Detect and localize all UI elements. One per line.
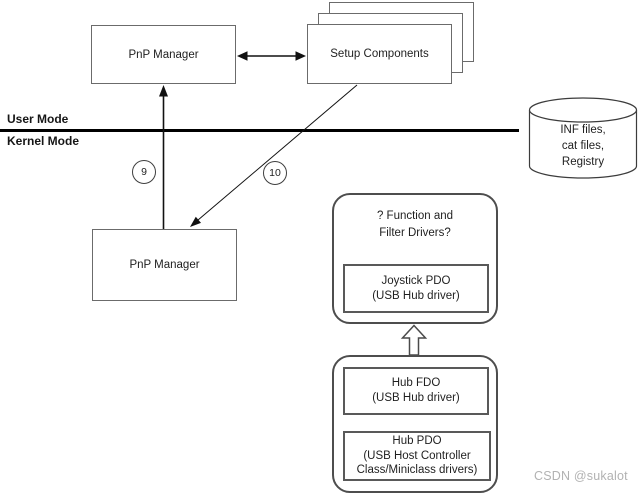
step-9-arrowhead-icon <box>159 85 168 97</box>
datastore-cylinder-top <box>528 97 638 123</box>
hub-pdo-line-2: (USB Host Controller <box>363 449 471 462</box>
hub-fdo-line-1: Hub FDO <box>391 377 441 389</box>
hub-pdo-line-1: Hub PDO <box>392 435 442 448</box>
datastore-line-2: cat files, <box>561 140 605 152</box>
step-9-label: 9 <box>141 166 147 178</box>
hub-pdo-box: Hub PDO (USB Host Controller Class/Minic… <box>343 431 491 481</box>
pnp-manager-top-label: PnP Manager <box>128 48 199 61</box>
step-9-badge: 9 <box>132 160 156 184</box>
mode-divider-line <box>0 129 519 132</box>
kernel-mode-label: Kernel Mode <box>7 134 80 148</box>
watermark-text: CSDN @sukalot <box>534 469 628 483</box>
datastore-label: INF files, cat files, Registry <box>529 122 637 170</box>
joystick-pdo-line-1: Joystick PDO <box>381 274 451 287</box>
datastore-line-1: INF files, <box>560 124 606 136</box>
question-line-2: Filter Drivers? <box>379 227 451 239</box>
hub-pdo-line-3: Class/Miniclass drivers) <box>356 464 478 477</box>
up-block-arrow-icon <box>400 324 428 356</box>
pnp-manager-top-box: PnP Manager <box>91 25 236 84</box>
step-10-label: 10 <box>269 167 281 179</box>
setup-components-box: Setup Components <box>307 24 452 84</box>
setup-components-label: Setup Components <box>330 48 429 60</box>
hub-fdo-box: Hub FDO (USB Hub driver) <box>343 367 489 415</box>
question-line-1: ? Function and <box>376 210 454 222</box>
joystick-pdo-line-2: (USB Hub driver) <box>372 289 460 302</box>
step-10-badge: 10 <box>263 161 287 185</box>
step-10-arrowhead-icon <box>190 216 201 227</box>
hub-fdo-line-2: (USB Hub driver) <box>372 392 460 404</box>
step-10-arrow-line <box>194 84 358 224</box>
datastore-cylinder-body <box>528 110 638 179</box>
joystick-pdo-box: Joystick PDO (USB Hub driver) <box>343 264 489 313</box>
function-filter-question: ? Function and Filter Drivers? <box>332 208 498 242</box>
pnp-setup-arrowhead-right-icon <box>295 51 306 61</box>
user-mode-label: User Mode <box>7 112 69 126</box>
pnp-manager-bottom-label: PnP Manager <box>129 259 200 271</box>
pnp-manager-bottom-box: PnP Manager <box>92 229 237 301</box>
pnp-setup-arrowhead-left-icon <box>237 51 248 61</box>
datastore-line-3: Registry <box>561 156 605 168</box>
